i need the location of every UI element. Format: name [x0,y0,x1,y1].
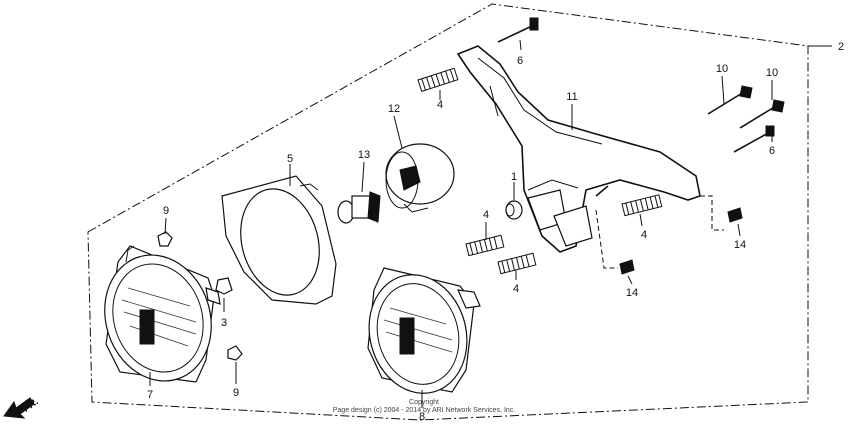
direction-label: FR. [21,396,41,414]
callout-1: 1 [511,171,517,183]
callout-9-bottom: 9 [233,387,239,399]
callout-6-right: 6 [769,145,775,157]
copyright-watermark: Copyright Page design (c) 2004 - 2014 by… [333,399,516,414]
callout-8: 8 [419,411,425,423]
callout-4-left: 4 [483,209,489,221]
callout-11: 11 [566,91,577,103]
copyright-line-2: Page design (c) 2004 - 2014 by ARI Netwo… [333,407,516,414]
callout-12: 12 [388,103,400,115]
screws-and-bolts [497,17,785,275]
callout-9-top: 9 [163,205,169,217]
callout-14-right: 14 [734,239,746,251]
socket-cover [385,143,455,213]
callout-3: 3 [221,317,227,329]
callout-10-right: 10 [766,67,778,79]
adjusting-springs [417,67,663,275]
callout-labels: 1 2 3 4 4 4 4 5 6 6 7 8 9 9 10 10 11 12 … [147,41,844,423]
headlight-case [221,175,337,305]
callout-7: 7 [147,389,153,401]
callout-2: 2 [838,41,844,53]
copyright-line-1: Copyright [409,399,439,406]
callout-6-top: 6 [517,55,523,67]
callout-10-left: 10 [716,63,728,75]
leader-lines [149,39,773,408]
rubber-cushion [505,200,523,220]
callout-13: 13 [358,149,370,161]
headlight-bracket [456,45,701,253]
callout-14-mid: 14 [626,287,638,299]
callout-4-mid: 4 [513,283,519,295]
callout-4-top: 4 [437,99,443,111]
callout-5: 5 [287,153,293,165]
left-headlight-unit [104,245,221,383]
callout-4-right: 4 [641,229,647,241]
right-headlight-unit [367,267,481,394]
front-direction-arrow: FR. [3,396,41,419]
headlight-bulb [337,191,381,224]
assembly-outline [87,3,832,421]
